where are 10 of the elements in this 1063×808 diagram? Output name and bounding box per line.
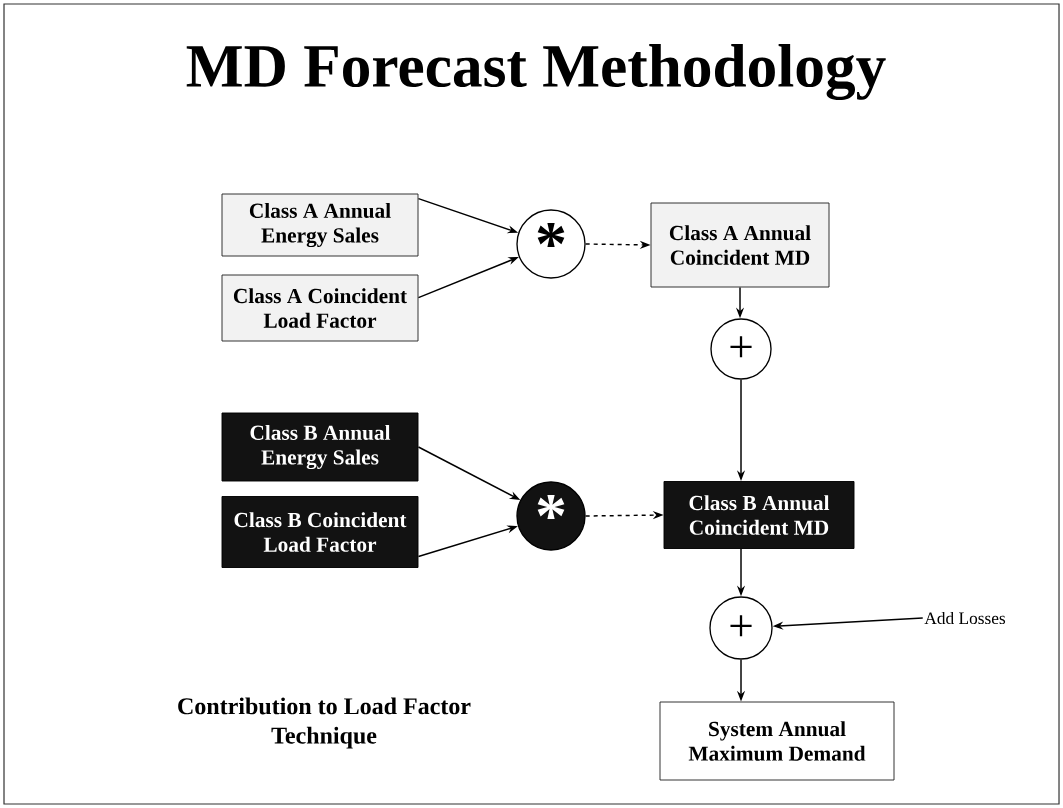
result-box: Class A Annual Coincident MD (650, 202, 830, 288)
input-box: Class B Coincident Load Factor (221, 496, 419, 568)
title: MD Forecast Methodology (186, 43, 886, 101)
result-box: Class B Annual Coincident MD (663, 481, 855, 549)
input-box: Class B Annual Energy Sales (221, 412, 419, 482)
result-box: System Annual Maximum Demand (659, 701, 895, 781)
input-box: Class A Annual Energy Sales (221, 193, 419, 257)
method-label: Contribution to Load Factor Technique (178, 697, 471, 749)
input-box: Class A Coincident Load Factor (221, 274, 419, 342)
annotation-text: Add Losses (924, 611, 1006, 625)
